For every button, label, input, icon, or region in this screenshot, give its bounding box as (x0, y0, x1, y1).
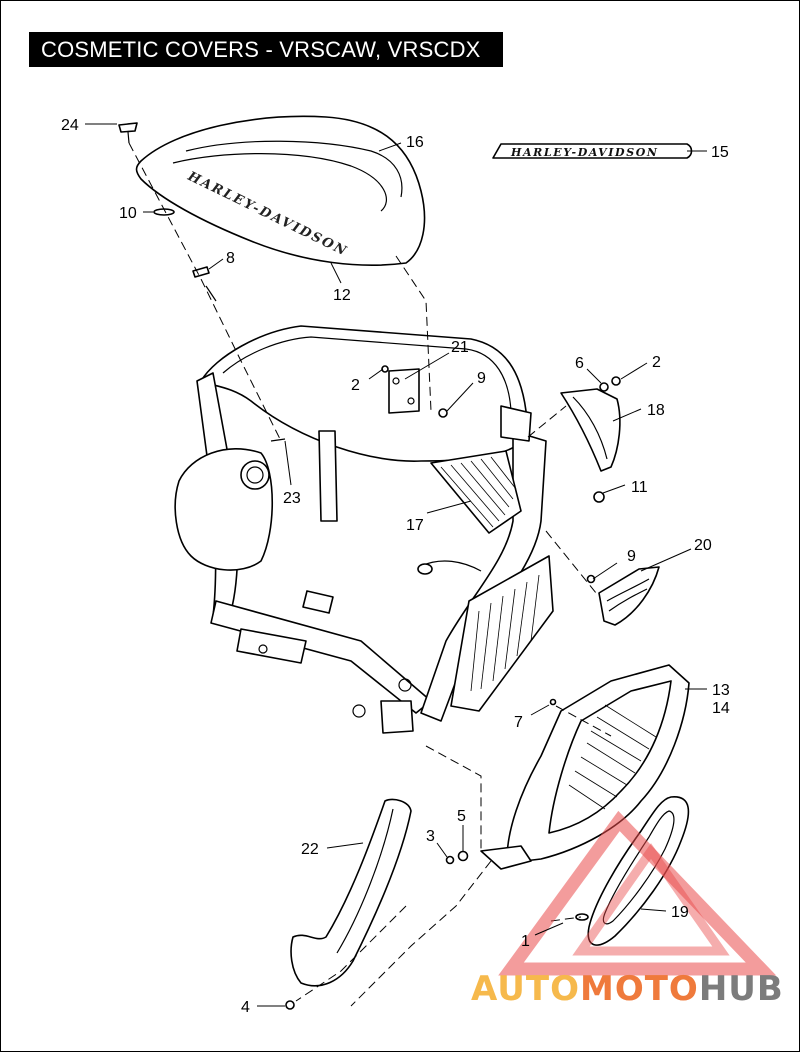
callout-14: 14 (712, 700, 730, 717)
screw-4 (285, 1000, 295, 1010)
callout-13: 13 (712, 682, 730, 699)
callout-1: 1 (521, 933, 530, 950)
side-cover-20 (586, 566, 660, 626)
screw-3 (445, 855, 455, 865)
callout-24: 24 (61, 117, 79, 134)
callout-16: 16 (406, 134, 424, 151)
callout-21: 21 (451, 339, 469, 356)
callout-19: 19 (671, 904, 689, 921)
leader-lines (85, 123, 707, 1007)
callout-12: 12 (333, 287, 351, 304)
washer-5 (457, 850, 469, 862)
callout-9-frame: 9 (477, 370, 486, 387)
trim-ring-19 (575, 796, 690, 946)
harley-emblem: HARLEY-DAVIDSON (492, 143, 693, 159)
watermark-part1: AUTO (471, 969, 580, 1009)
grill-17-slats (440, 456, 517, 528)
clip-8 (192, 266, 217, 302)
callout-5: 5 (457, 808, 466, 825)
watermark-text: AUTOMOTOHUB (471, 969, 784, 1009)
callout-labels: 24 16 15 10 8 12 21 2 9 6 2 18 11 23 17 … (61, 117, 730, 1016)
emblem-text: HARLEY-DAVIDSON (510, 146, 659, 159)
callout-2-cover: 2 (652, 354, 661, 371)
callout-6: 6 (575, 355, 584, 372)
callout-8: 8 (226, 250, 235, 267)
watermark-part3: HUB (698, 969, 784, 1009)
screw-7 (549, 698, 557, 706)
callout-2-frame: 2 (351, 377, 360, 394)
radiator-cover-13-14 (480, 664, 690, 870)
watermark-part2: MOTO (579, 969, 699, 1009)
motorcycle-frame (174, 325, 554, 734)
watermark-logo (498, 810, 777, 976)
callout-22: 22 (301, 841, 319, 858)
callout-23: 23 (283, 490, 301, 507)
callout-18: 18 (647, 402, 665, 419)
callout-11: 11 (631, 479, 648, 496)
callout-20: 20 (694, 537, 712, 554)
callout-15: 15 (711, 144, 729, 161)
page-title: COSMETIC COVERS - VRSCAW, VRSCDX (29, 32, 503, 67)
callout-9-cover: 9 (627, 548, 636, 565)
callout-3: 3 (426, 828, 435, 845)
callout-4: 4 (241, 999, 250, 1016)
radiator-fins (470, 574, 540, 692)
chin-cover-22 (290, 798, 412, 987)
fastener-24 (118, 122, 138, 144)
side-cover-18 (560, 376, 621, 503)
callout-7: 7 (514, 714, 523, 731)
callout-10: 10 (119, 205, 137, 222)
assembly-lines (128, 142, 612, 1007)
callout-17: 17 (406, 517, 424, 534)
airbox-cover: HARLEY-DAVIDSON (135, 115, 426, 266)
radiator-cover-grill (568, 704, 657, 810)
